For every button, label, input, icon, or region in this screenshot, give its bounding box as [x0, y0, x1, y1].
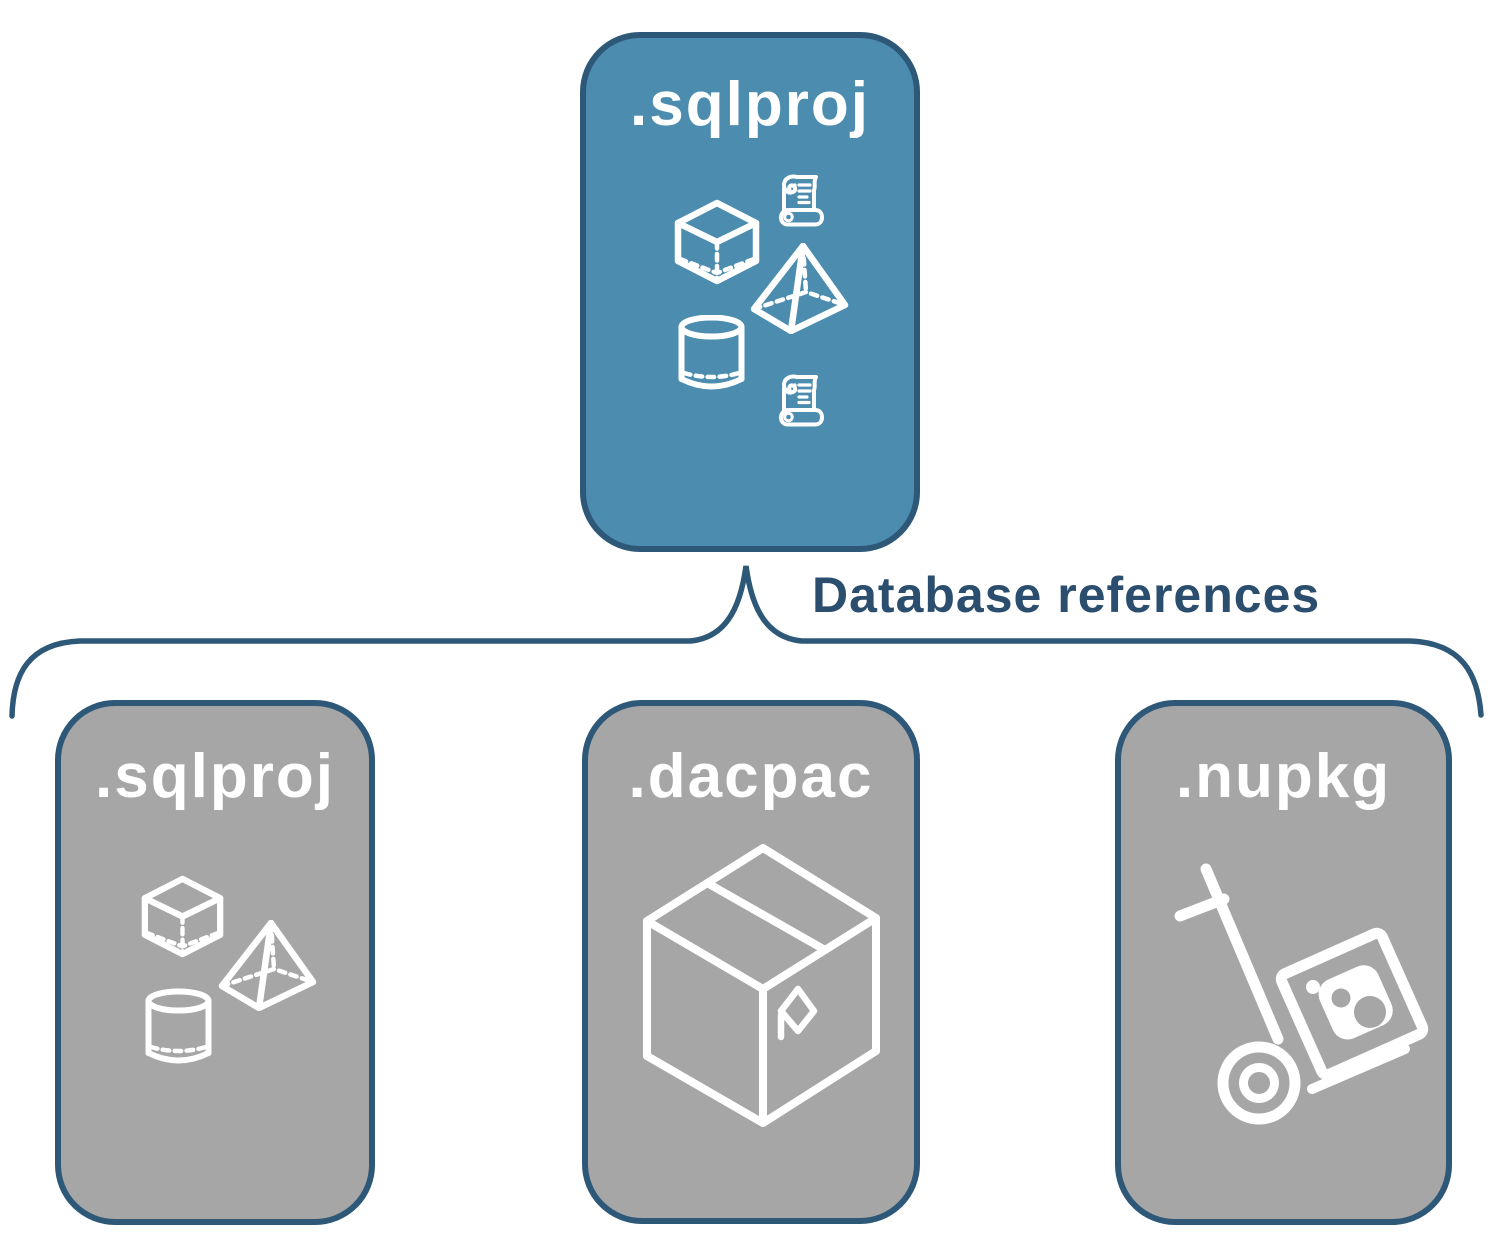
cylinder-icon	[145, 988, 212, 1064]
card-child-nupkg-label: .nupkg	[1175, 742, 1392, 811]
cube-icon	[141, 875, 224, 958]
card-child-sqlproj-label: .sqlproj	[95, 742, 335, 811]
connector-label: Database references	[812, 567, 1321, 623]
card-child-nupkg: .nupkg	[1115, 700, 1452, 1225]
scroll-icon	[779, 374, 824, 427]
package-box-icon	[643, 844, 880, 1127]
card-root-sqlproj: .sqlproj	[580, 32, 920, 552]
hand-truck-package-icon	[1174, 863, 1429, 1125]
card-child-sqlproj: .sqlproj	[55, 700, 375, 1225]
pyramid-icon	[750, 243, 849, 334]
cylinder-icon	[678, 315, 745, 390]
card-child-dacpac: .dacpac	[582, 700, 920, 1224]
card-root-label: .sqlproj	[630, 70, 870, 139]
card-child-dacpac-label: .dacpac	[628, 742, 874, 811]
pyramid-icon	[218, 920, 317, 1011]
scroll-icon	[779, 174, 824, 227]
cube-icon	[674, 199, 760, 285]
